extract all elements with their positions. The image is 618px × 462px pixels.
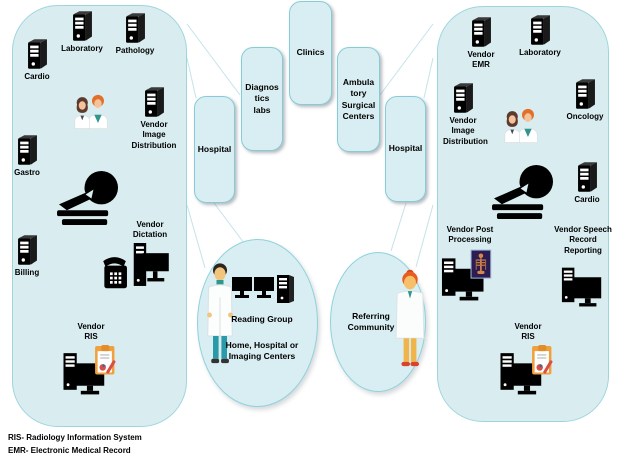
- node-vendor-ris-left: Vendor RIS: [58, 322, 124, 400]
- node-label: Vendor Image Distribution: [131, 120, 177, 150]
- server-icon: [577, 161, 598, 193]
- node-label: Laboratory: [61, 44, 103, 53]
- node-gastro: Gastro: [4, 134, 50, 178]
- mri-scanner-right: [490, 162, 557, 221]
- computer-workstation-icon: [560, 258, 606, 308]
- doctor-couple-icon: [503, 107, 540, 143]
- box-ambulatory-surgical-centers: Ambula tory Surgical Centers: [337, 47, 380, 152]
- server-icon: [144, 86, 165, 118]
- node-laboratory-left: Laboratory: [59, 10, 105, 54]
- node-label: Vendor Image Distribution: [443, 116, 488, 146]
- server-icon: [17, 134, 38, 166]
- node-label: Oncology: [566, 112, 604, 121]
- node-label: Vendor RIS: [77, 322, 105, 342]
- female-doctor-icon: [395, 269, 425, 369]
- node-label: Laboratory: [519, 48, 561, 57]
- box-diagnostics-labs: Diagnos tics labs: [241, 47, 283, 151]
- computer-and-clipboard-icon: [60, 345, 122, 400]
- node-vendor-image-distribution-left: Vendor Image Distribution: [128, 86, 180, 151]
- box-label: Hospital: [197, 143, 232, 154]
- mri-scanner-icon: [55, 168, 122, 227]
- server-icon: [575, 78, 596, 110]
- box-label: Ambula tory Surgical Centers: [341, 76, 376, 121]
- server-icon: [530, 14, 551, 46]
- server-icon: [27, 38, 48, 70]
- referring-community-title: Referring Community: [347, 311, 395, 333]
- node-label: Gastro: [14, 168, 40, 177]
- node-label: Cardio: [24, 72, 50, 81]
- box-label: Clinics: [296, 47, 325, 58]
- node-label: Vendor Dictation: [132, 220, 168, 240]
- doctor-couple-right: [503, 107, 540, 143]
- node-oncology: Oncology: [562, 78, 608, 122]
- box-hospital-left: Hospital: [194, 96, 235, 203]
- node-laboratory-right: Laboratory: [517, 14, 563, 58]
- box-label: Hospital: [388, 143, 423, 154]
- node-label: Vendor Speech Record Reporting: [554, 225, 612, 255]
- legend-ris: RIS- Radiology Information System: [8, 433, 142, 442]
- referring-community-ellipse: Referring Community: [330, 252, 426, 392]
- node-label: Billing: [14, 268, 40, 277]
- node-label: Vendor Post Processing: [446, 225, 494, 245]
- phone-and-computer-icon: [101, 243, 171, 295]
- server-icon: [125, 12, 146, 44]
- server-icon: [471, 16, 492, 48]
- doctor-couple-icon: [73, 93, 110, 129]
- node-label: Cardio: [574, 195, 600, 204]
- box-hospital-right: Hospital: [385, 96, 426, 202]
- node-label: Vendor RIS: [514, 322, 542, 342]
- box-label: Diagnos tics labs: [245, 81, 279, 115]
- node-billing: Billing: [4, 234, 50, 278]
- computer-and-scan-image-icon: [439, 248, 501, 302]
- node-vendor-dictation: Vendor Dictation: [100, 220, 172, 295]
- legend-emr: EMR- Electronic Medical Record: [8, 446, 131, 455]
- server-icon: [453, 82, 474, 114]
- node-cardio-right: Cardio: [564, 161, 610, 205]
- node-vendor-speech-record-reporting: Vendor Speech Record Reporting: [550, 225, 616, 308]
- doctor-couple-left: [73, 93, 110, 129]
- node-vendor-post-processing: Vendor Post Processing: [434, 225, 506, 302]
- node-label: Pathology: [115, 46, 155, 55]
- computer-and-clipboard-icon: [497, 345, 559, 400]
- node-cardio-left: Cardio: [14, 38, 60, 82]
- reading-group-title: Reading Group: [231, 314, 293, 324]
- reading-group-ellipse: Reading Group Home, Hospital or Imaging …: [197, 239, 318, 407]
- node-vendor-image-distribution-right: Vendor Image Distribution: [441, 82, 488, 147]
- box-clinics: Clinics: [289, 1, 332, 105]
- server-icon: [17, 234, 38, 266]
- node-vendor-ris-right: Vendor RIS: [496, 322, 560, 400]
- dual-monitors-server-icon: [231, 275, 299, 309]
- mri-scanner-left: [55, 168, 122, 227]
- node-vendor-emr: Vendor EMR: [458, 16, 504, 71]
- mri-scanner-icon: [490, 162, 557, 221]
- node-pathology: Pathology: [112, 12, 158, 56]
- reading-group-subtitle: Home, Hospital or Imaging Centers: [225, 340, 299, 362]
- server-icon: [72, 10, 93, 42]
- node-label: Vendor EMR: [467, 50, 495, 70]
